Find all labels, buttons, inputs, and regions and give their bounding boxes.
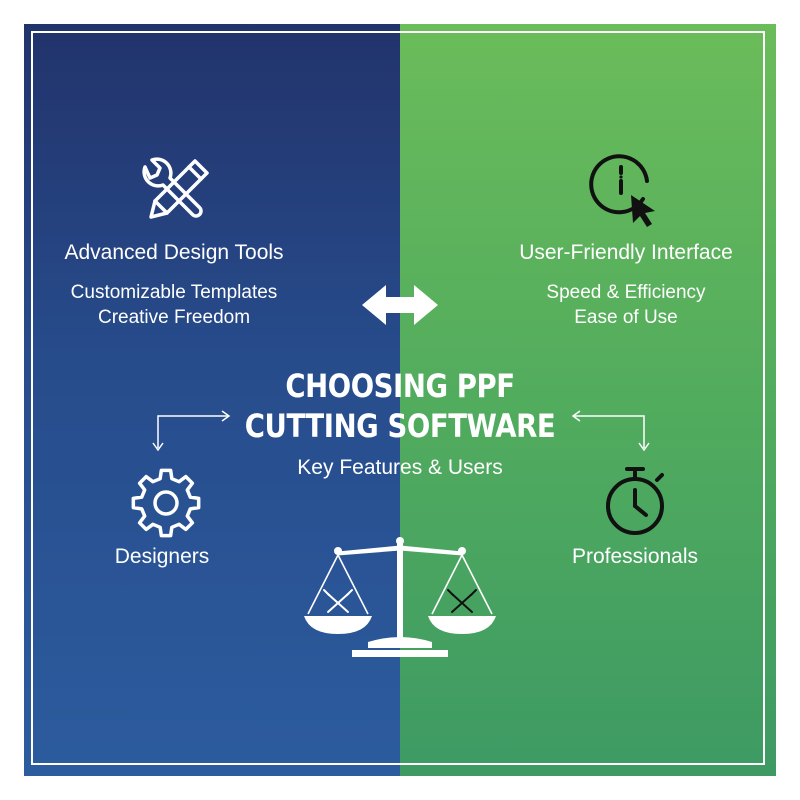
stopwatch-icon — [606, 467, 664, 535]
clock-cursor-icon — [589, 154, 655, 227]
right-feature-2: Ease of Use — [574, 307, 678, 328]
left-feature-2: Creative Freedom — [97, 307, 251, 328]
gear-icon — [131, 468, 201, 538]
balance-scale-icon — [304, 537, 496, 657]
right-user-label: Professionals — [571, 545, 699, 568]
right-panel — [400, 24, 776, 776]
left-heading: Advanced Design Tools — [64, 241, 284, 264]
right-heading: User-Friendly Interface — [519, 241, 733, 264]
wrench-pencil-icon — [142, 157, 209, 219]
right-connector-arrow-icon — [571, 410, 650, 452]
left-connector-arrow-icon — [152, 410, 231, 452]
left-panel — [24, 24, 400, 776]
page-title: CHOOSING PPF CUTTING SOFTWARE — [228, 366, 572, 446]
left-feature-1: Customizable Templates — [70, 282, 278, 303]
title-line-2: CUTTING SOFTWARE — [244, 407, 556, 445]
right-feature-1: Speed & Efficiency — [546, 282, 706, 303]
subtitle: Key Features & Users — [297, 456, 503, 479]
left-user-label: Designers — [114, 545, 210, 568]
double-arrow-icon — [362, 285, 438, 325]
title-line-1: CHOOSING PPF — [285, 367, 515, 405]
